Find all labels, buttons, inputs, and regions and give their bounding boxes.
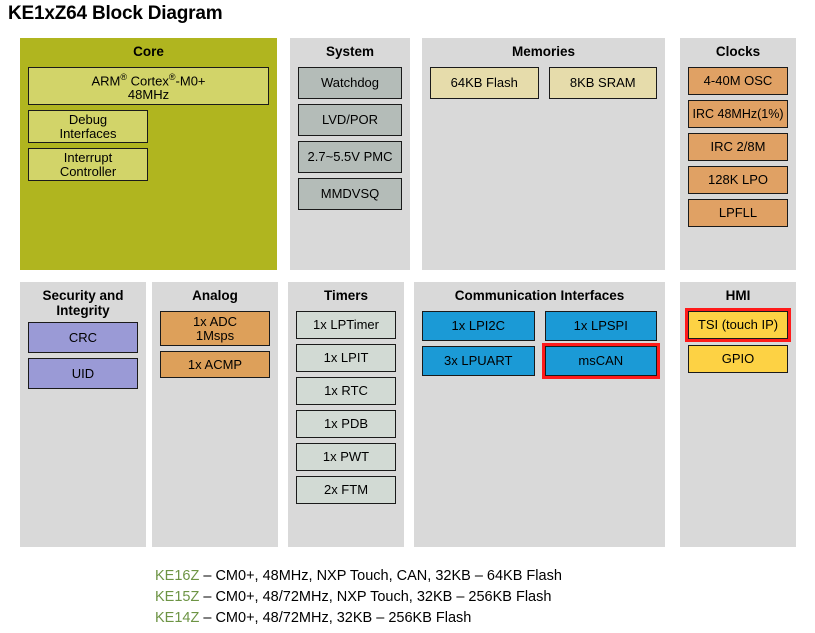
interrupt-line2: Controller <box>59 163 117 179</box>
block-crc: CRC <box>28 322 138 353</box>
block-mmdvsq: MMDVSQ <box>298 178 402 210</box>
panel-title-system: System <box>325 44 375 59</box>
block-lpuart: 3x LPUART <box>422 346 535 376</box>
footer-legend: KE16Z – CM0+, 48MHz, NXP Touch, CAN, 32K… <box>155 566 562 629</box>
block-lpit: 1x LPIT <box>296 344 396 372</box>
block-lpspi: 1x LPSPI <box>544 311 657 341</box>
block-adc: 1x ADC 1Msps <box>160 311 270 346</box>
panel-body-communication: 1x LPI2C 1x LPSPI 3x LPUART msCAN <box>414 303 665 387</box>
arm-cortex-line2: 48MHz <box>127 87 170 103</box>
panel-body-memories: 64KB Flash 8KB SRAM <box>422 59 665 110</box>
footer-line-ke16z: KE16Z – CM0+, 48MHz, NXP Touch, CAN, 32K… <box>155 566 562 587</box>
block-flash: 64KB Flash <box>430 67 539 99</box>
block-ftm: 2x FTM <box>296 476 396 504</box>
registered-mark-icon-2: ® <box>168 71 176 82</box>
footer-line-ke14z: KE14Z – CM0+, 48/72MHz, 32KB – 256KB Fla… <box>155 608 562 629</box>
block-sram: 8KB SRAM <box>548 67 657 99</box>
adc-line2: 1Msps <box>195 327 235 343</box>
block-pmc: 2.7~5.5V PMC <box>298 141 402 173</box>
block-debug-interfaces: Debug Interfaces <box>28 110 148 143</box>
block-rtc: 1x RTC <box>296 377 396 405</box>
block-arm-cortex-m0: ARM® Cortex®-M0+ 48MHz <box>28 67 269 105</box>
panel-body-clocks: 4-40M OSC IRC 48MHz(1%) IRC 2/8M 128K LP… <box>680 59 796 238</box>
panel-title-analog: Analog <box>192 288 238 303</box>
part-number-ke15z: KE15Z <box>155 589 200 605</box>
block-tsi-touch: TSI (touch IP) <box>685 308 791 342</box>
panel-body-system: Watchdog LVD/POR 2.7~5.5V PMC MMDVSQ <box>290 59 410 221</box>
part-desc-ke14z: – CM0+, 48/72MHz, 32KB – 256KB Flash <box>199 610 472 626</box>
part-desc-ke16z: – CM0+, 48MHz, NXP Touch, CAN, 32KB – 64… <box>199 568 562 584</box>
part-desc-ke15z: – CM0+, 48/72MHz, NXP Touch, 32KB – 256K… <box>199 589 552 605</box>
block-lpo: 128K LPO <box>688 166 788 194</box>
panel-body-analog: 1x ADC 1Msps 1x ACMP <box>152 303 278 389</box>
block-interrupt-controller: Interrupt Controller <box>28 148 148 181</box>
block-uid: UID <box>28 358 138 389</box>
panel-system: System Watchdog LVD/POR 2.7~5.5V PMC MMD… <box>290 38 410 270</box>
block-irc-2-8m: IRC 2/8M <box>688 133 788 161</box>
block-pwt: 1x PWT <box>296 443 396 471</box>
debug-line2: Interfaces <box>59 125 117 141</box>
panel-clocks: Clocks 4-40M OSC IRC 48MHz(1%) IRC 2/8M … <box>680 38 796 270</box>
panel-timers: Timers 1x LPTimer 1x LPIT 1x RTC 1x PDB … <box>288 282 404 547</box>
panel-body-core: ARM® Cortex®-M0+ 48MHz Debug Interfaces … <box>20 59 277 192</box>
block-lptimer: 1x LPTimer <box>296 311 396 339</box>
block-gpio: GPIO <box>688 345 788 373</box>
m0plus-label: -M0+ <box>175 73 206 89</box>
panel-memories: Memories 64KB Flash 8KB SRAM <box>422 38 665 270</box>
block-lpfll: LPFLL <box>688 199 788 227</box>
panel-body-hmi: TSI (touch IP) GPIO <box>680 303 796 384</box>
block-pdb: 1x PDB <box>296 410 396 438</box>
part-number-ke16z: KE16Z <box>155 568 200 584</box>
security-title-line1: Security and <box>42 288 124 303</box>
part-number-ke14z: KE14Z <box>155 610 200 626</box>
block-osc: 4-40M OSC <box>688 67 788 95</box>
panel-body-security: CRC UID <box>20 318 146 400</box>
block-mscan: msCAN <box>541 343 660 379</box>
panel-title-timers: Timers <box>323 288 369 303</box>
panel-title-clocks: Clocks <box>715 44 761 59</box>
security-title-line2: Integrity <box>56 303 110 318</box>
block-lpi2c: 1x LPI2C <box>422 311 535 341</box>
page-title: KE1xZ64 Block Diagram <box>8 3 223 24</box>
adc-line1: 1x ADC <box>192 313 238 329</box>
block-lvd-por: LVD/POR <box>298 104 402 136</box>
footer-line-ke15z: KE15Z – CM0+, 48/72MHz, NXP Touch, 32KB … <box>155 587 562 608</box>
cortex-label: Cortex <box>127 73 169 89</box>
arm-label: ARM <box>91 73 121 89</box>
panel-title-security: Security and Integrity <box>20 282 146 318</box>
panel-title-memories: Memories <box>511 44 576 59</box>
block-acmp: 1x ACMP <box>160 351 270 378</box>
panel-body-timers: 1x LPTimer 1x LPIT 1x RTC 1x PDB 1x PWT … <box>288 303 404 515</box>
arm-cortex-line1: ARM® Cortex®-M0+ <box>91 70 205 88</box>
interrupt-line1: Interrupt <box>63 149 113 165</box>
registered-mark-icon: ® <box>120 71 127 82</box>
panel-security-integrity: Security and Integrity CRC UID <box>20 282 146 547</box>
panel-communication-interfaces: Communication Interfaces 1x LPI2C 1x LPS… <box>414 282 665 547</box>
panel-title-communication: Communication Interfaces <box>454 288 625 303</box>
block-watchdog: Watchdog <box>298 67 402 99</box>
panel-title-core: Core <box>133 44 164 59</box>
block-irc-48mhz: IRC 48MHz(1%) <box>688 100 788 128</box>
panel-core: Core ARM® Cortex®-M0+ 48MHz Debug Interf… <box>20 38 277 270</box>
debug-line1: Debug <box>68 111 108 127</box>
panel-hmi: HMI TSI (touch IP) GPIO <box>680 282 796 547</box>
panel-analog: Analog 1x ADC 1Msps 1x ACMP <box>152 282 278 547</box>
panel-title-hmi: HMI <box>725 288 751 303</box>
